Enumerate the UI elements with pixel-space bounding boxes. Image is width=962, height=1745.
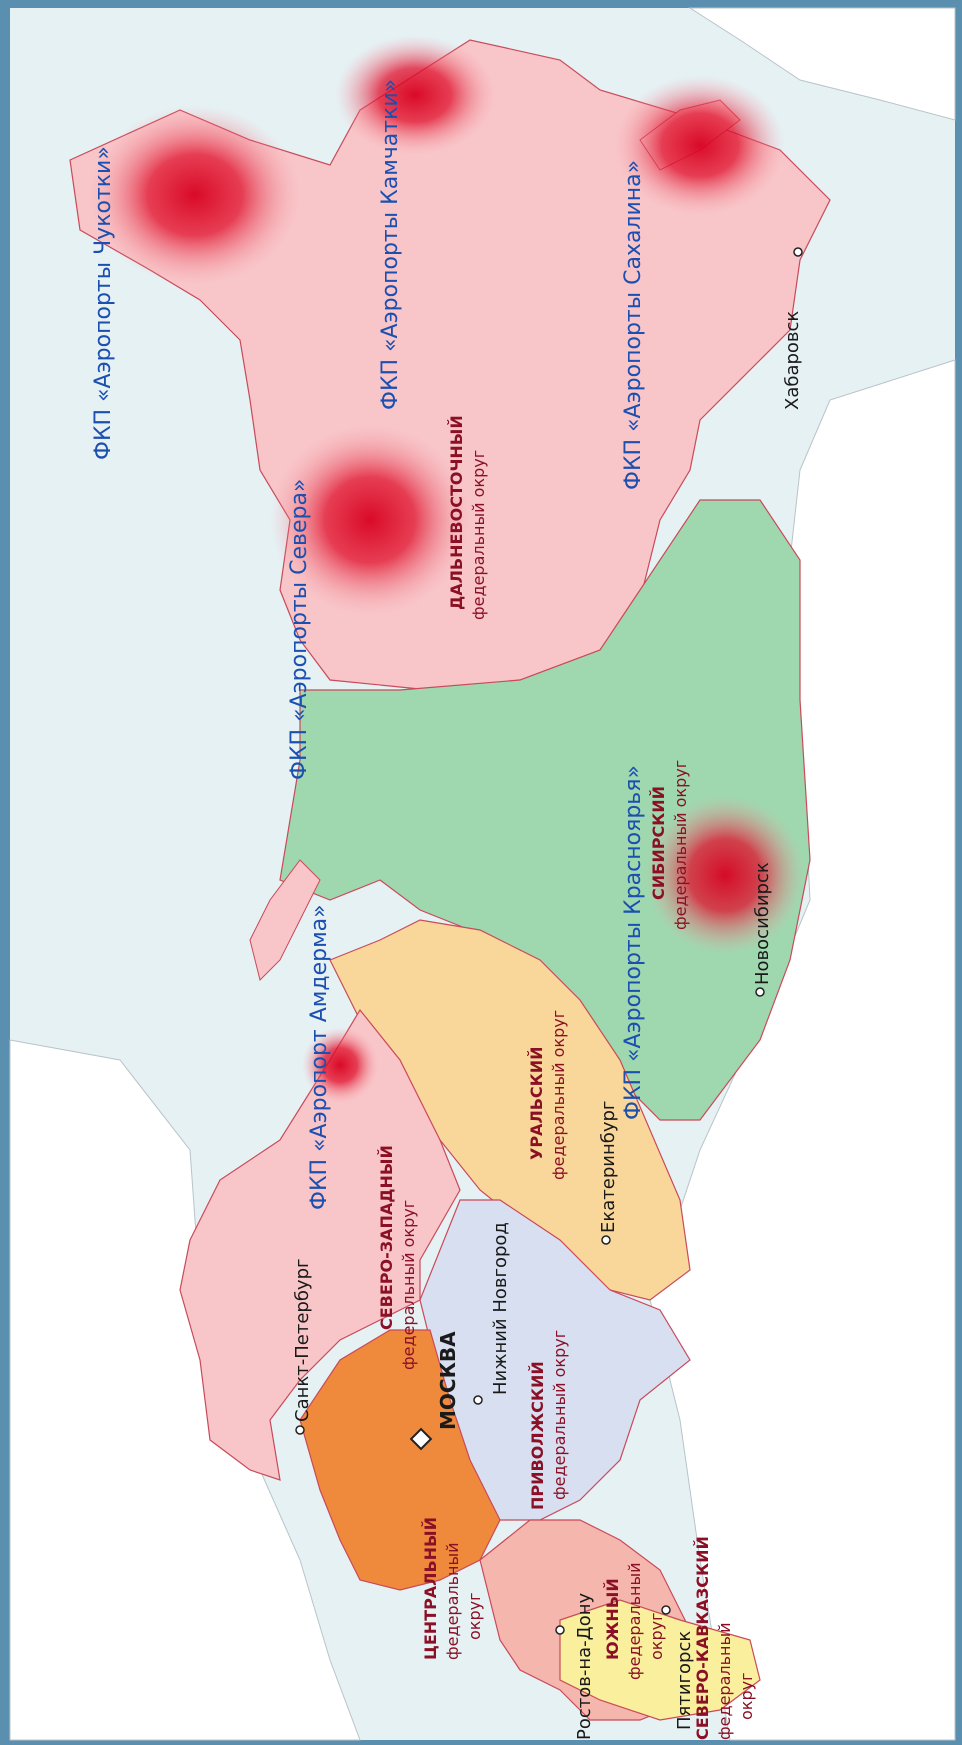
city-marker-pyatigorsk <box>661 1605 671 1615</box>
city-marker-spb <box>295 1425 305 1435</box>
city-marker-novosibirsk <box>755 987 765 997</box>
airport-amderma-label: ФКП «Аэропорт Амдерма» <box>307 904 332 1210</box>
hotspot-chukotka <box>90 105 300 285</box>
foreign-land-north-america <box>688 7 956 121</box>
district-ural-line2: федеральный округ <box>549 1010 568 1180</box>
city-pyatigorsk: Пятигорск <box>674 1631 695 1730</box>
district-caucasus-line3: округ <box>737 1673 756 1720</box>
district-caucasus-line1: СЕВЕРО-КАВКАЗСКИЙ <box>693 1536 712 1740</box>
district-northwest-line1: СЕВЕРО-ЗАПАДНЫЙ <box>377 1145 396 1330</box>
city-novosibirsk: Новосибирск <box>752 862 773 985</box>
district-northwest-line2: федеральный округ <box>399 1200 418 1370</box>
district-southern-line3: округ <box>647 1613 666 1660</box>
hotspot-north <box>270 425 470 615</box>
district-central-line2: федеральный <box>443 1542 462 1660</box>
district-siberian-line2: федеральный округ <box>671 760 690 930</box>
district-central-line3: округ <box>465 1593 484 1640</box>
region-central <box>299 1329 501 1591</box>
airport-kamchatka-label: ФКП «Аэропорты Камчатки» <box>378 79 403 410</box>
airport-krasnoyarsk-label: ФКП «Аэропорты Красноярья» <box>621 765 646 1120</box>
district-central-line1: ЦЕНТРАЛЬНЫЙ <box>421 1517 440 1660</box>
island-novaya-zemlya <box>249 859 321 981</box>
city-marker-ekaterinburg <box>601 1235 611 1245</box>
district-caucasus-line2: федеральный <box>715 1622 734 1740</box>
city-marker-khabarovsk <box>793 247 803 257</box>
district-far-east-line1: ДАЛЬНЕВОСТОЧНЫЙ <box>447 415 466 610</box>
district-ural-line1: УРАЛЬСКИЙ <box>527 1046 546 1160</box>
district-siberian-line1: СИБИРСКИЙ <box>649 786 668 900</box>
region-north-caucasus <box>559 1599 761 1721</box>
hotspot-amderma <box>302 1027 378 1103</box>
city-saint-petersburg: Санкт-Петербург <box>292 1259 313 1422</box>
city-marker-moscow <box>409 1427 433 1451</box>
district-southern-line2: федеральный <box>625 1562 644 1680</box>
city-nizhny-novgorod: Нижний Новгород <box>490 1222 511 1395</box>
city-rostov-na-donu: Ростов-на-Дону <box>574 1592 595 1740</box>
foreign-land-asia <box>649 359 956 1741</box>
city-marker-rostov <box>555 1625 565 1635</box>
airport-sakhalin-label: ФКП «Аэропорты Сахалина» <box>621 160 646 490</box>
hotspot-kamchatka <box>335 35 495 155</box>
region-siberian <box>279 499 811 1121</box>
district-southern-line1: ЮЖНЫЙ <box>603 1578 622 1660</box>
city-marker-nizhny <box>473 1395 483 1405</box>
airport-north-label: ФКП «Аэропорты Севера» <box>287 479 312 780</box>
hotspot-krasnoyarsk <box>645 795 805 955</box>
district-volga-line1: ПРИВОЛЖСКИЙ <box>528 1361 547 1510</box>
city-khabarovsk: Хабаровск <box>782 311 803 410</box>
city-ekaterinburg: Екатеринбург <box>598 1101 619 1233</box>
district-far-east-line2: федеральный округ <box>469 450 488 620</box>
hotspot-sakhalin <box>615 75 785 215</box>
district-volga-line2: федеральный округ <box>550 1330 569 1500</box>
airport-chukotka-label: ФКП «Аэропорты Чукотки» <box>91 146 116 460</box>
city-moscow: МОСКВА <box>436 1331 460 1430</box>
